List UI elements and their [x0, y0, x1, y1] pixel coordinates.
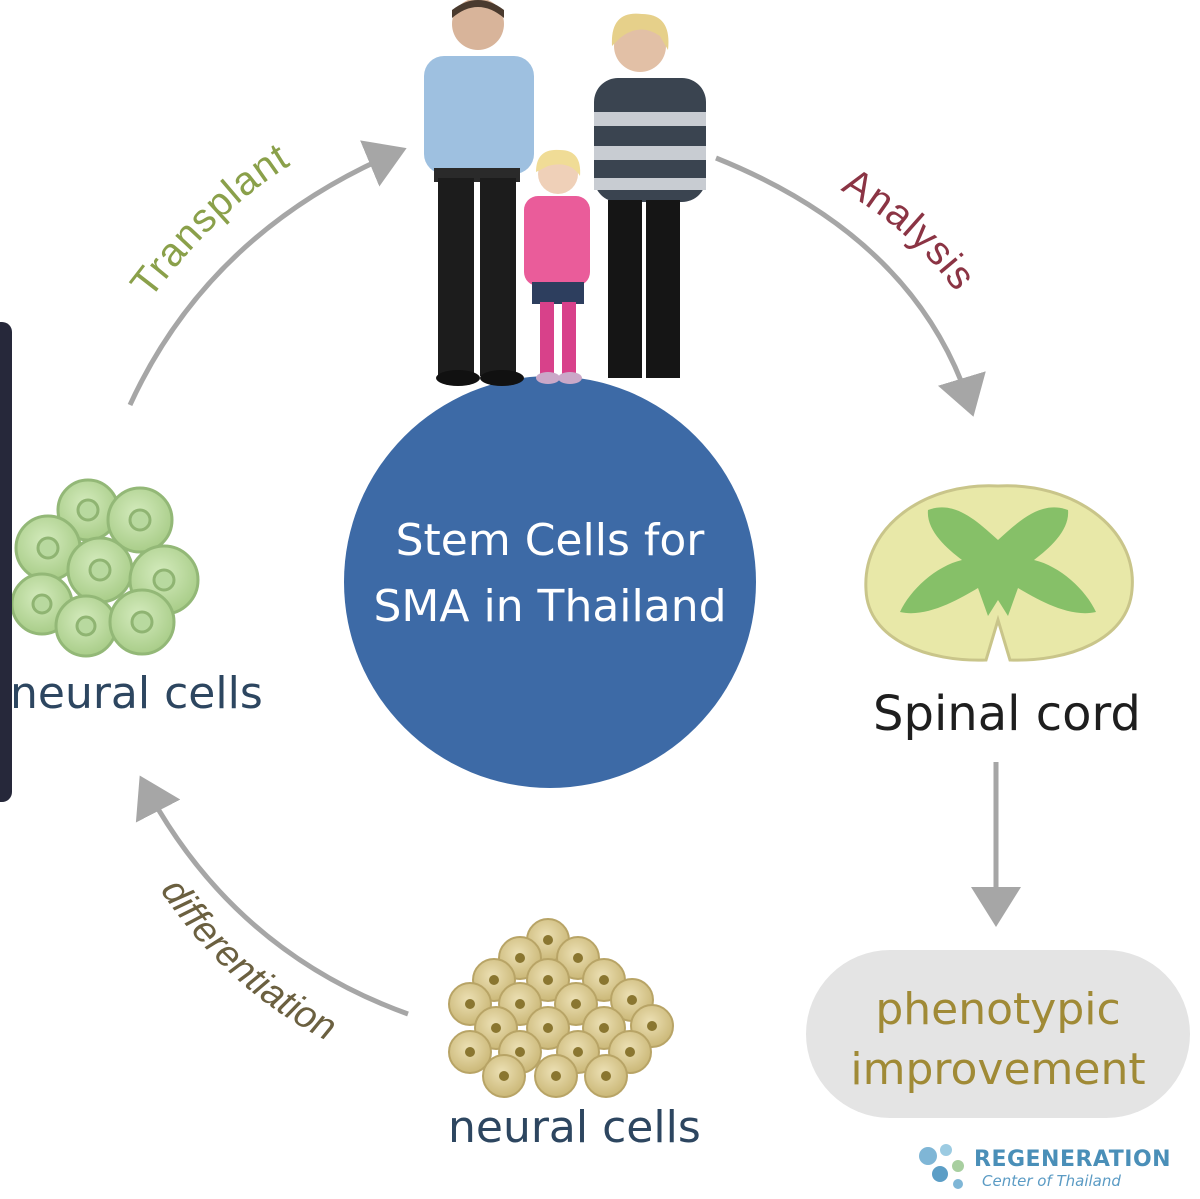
tan-cell-nucleus — [515, 999, 525, 1009]
regeneration-logo-icon — [919, 1144, 964, 1189]
tan-cell-nucleus — [599, 1023, 609, 1033]
left-edge-bar — [0, 322, 12, 802]
green-cell-cluster-icon — [10, 478, 200, 658]
tan-cell-nucleus — [573, 953, 583, 963]
analysis-arrow — [715, 155, 986, 417]
tan-cell-nucleus — [601, 1071, 611, 1081]
tan-cell-nucleus — [573, 1047, 583, 1057]
family-icon — [424, 0, 706, 386]
phenotype-line2: improvement — [850, 1044, 1146, 1095]
analysis-label: Analysis — [836, 160, 985, 299]
tan-cell-nucleus — [571, 999, 581, 1009]
neural-cells-left-label: neural cells — [10, 668, 263, 719]
phenotype-line1: phenotypic — [875, 984, 1121, 1035]
regeneration-logo: REGENERATION Center of Thailand — [918, 1143, 1178, 1193]
tan-cell-nucleus — [515, 1047, 525, 1057]
tan-cell-nucleus — [465, 999, 475, 1009]
tan-cell-nucleus — [491, 1023, 501, 1033]
differentiation-label: differentiation — [153, 871, 344, 1049]
tan-cell-nucleus — [599, 975, 609, 985]
tan-cell-nucleus — [543, 935, 553, 945]
spinal-cord-label: Spinal cord — [873, 686, 1141, 742]
logo-name: REGENERATION — [974, 1147, 1172, 1172]
center-title: Stem Cells for SMA in Thailand — [344, 508, 756, 640]
tan-cell-nucleus — [625, 1047, 635, 1057]
center-title-line1: Stem Cells for — [395, 515, 705, 566]
tan-cell-nucleus — [543, 1023, 553, 1033]
transplant-arrow — [127, 140, 407, 407]
tan-cell-cluster-icon — [448, 918, 674, 1098]
tan-cell-nucleus — [627, 995, 637, 1005]
tan-cell-nucleus — [515, 953, 525, 963]
tan-cell-nucleus — [551, 1071, 561, 1081]
phenotype-text: phenotypic improvement — [806, 980, 1190, 1100]
logo-subtitle: Center of Thailand — [982, 1172, 1121, 1190]
differentiation-arrow — [135, 775, 409, 1017]
tan-cell-nucleus — [543, 975, 553, 985]
spinal-cord-icon — [864, 484, 1134, 662]
tan-cell-nucleus — [489, 975, 499, 985]
tan-cell-nucleus — [499, 1071, 509, 1081]
phenotype-pill — [806, 950, 1190, 1118]
center-circle — [344, 376, 756, 788]
tan-cell-nucleus — [465, 1047, 475, 1057]
neural-cells-bottom-label: neural cells — [448, 1102, 701, 1153]
center-title-line2: SMA in Thailand — [373, 581, 727, 632]
tan-cell-nucleus — [647, 1021, 657, 1031]
